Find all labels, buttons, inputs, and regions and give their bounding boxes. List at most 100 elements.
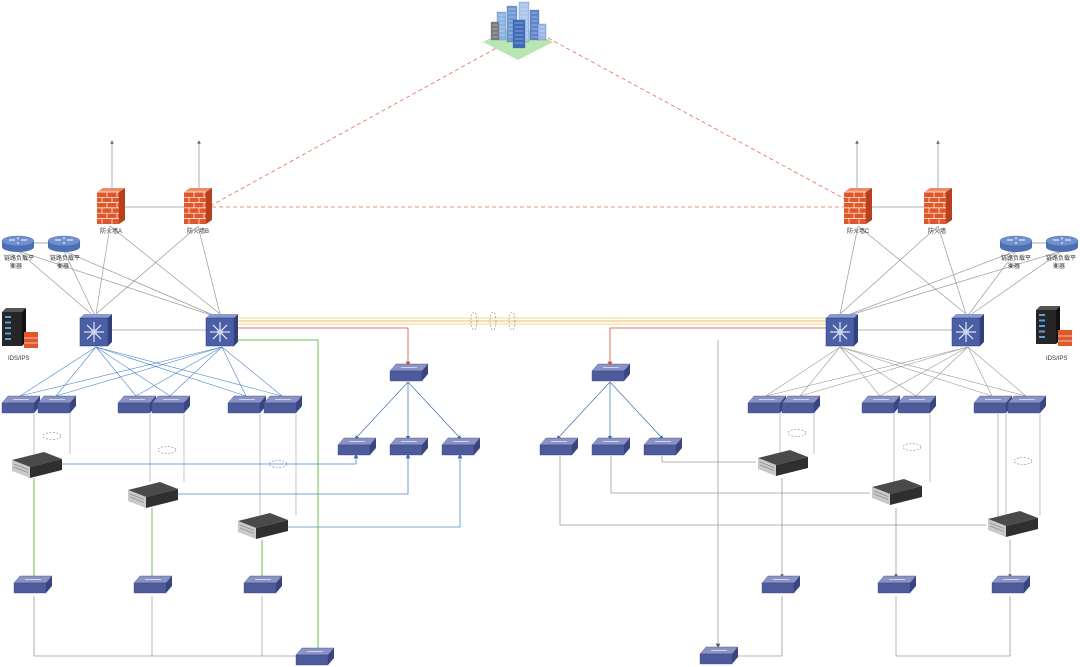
switch-side [276,576,282,593]
server-front [238,521,256,539]
firewall-side [206,188,212,224]
firewall-core-link [839,225,939,315]
server-top [12,452,62,467]
switch-front [761,582,795,594]
leaf-switch-icon [243,575,283,594]
core-access-link [95,346,247,397]
load-balancer-4-label-line2: 衡器 [1053,262,1065,270]
load-balancer-1-label-line2: 衡器 [10,262,22,270]
core-access-link [879,346,969,397]
dmz-tree-link [407,381,462,440]
server-top [128,482,178,497]
ids-top [1036,306,1060,310]
access-switch-icon [781,395,821,414]
firewall-core-link [937,225,967,315]
core-to-dmz-link [607,327,828,367]
switch-front [591,370,625,382]
switch-front [117,402,151,414]
switch-front [897,402,931,414]
lb-core-link [63,250,97,319]
core-switch-d-icon [951,314,984,347]
core-access-link [19,346,97,397]
firewall-core-link [857,225,967,315]
server-aggregation-ring [157,446,177,454]
dmz-aggregation-switch-icon [389,363,429,382]
leaf-switch-icon [13,575,53,594]
labels-layer: 防火墙A 防火墙B 防火墙C 防火墙 链路负载平 衡器 链路负载平 衡器 链路负… [4,227,1076,362]
firewall-a-icon [97,188,125,224]
firewall-top [97,188,125,192]
dmz-aggregation-switch-icon [591,363,631,382]
city-buildings-icon [483,1,553,60]
switch-side [910,576,916,593]
load-balancer-router-icon [1045,235,1079,252]
ids-light [5,321,11,324]
core-access-link [967,346,1027,397]
switch-front [1007,402,1041,414]
server-front [128,490,146,508]
core-center [837,329,843,335]
switch-side [624,438,630,455]
dmz-leaf-switch-icon [337,437,377,456]
server-aggregation-ring [787,429,807,437]
server-side [1006,518,1038,537]
firewall-c-icon [844,188,872,224]
server-slot [989,525,1005,532]
server-top [238,513,288,528]
switch-front [747,402,781,414]
switch-front [991,582,1025,594]
switch-front [973,402,1007,414]
switch-side [732,647,738,664]
core-access-link [765,346,969,397]
core-access-link [95,346,171,397]
core-side [854,314,858,346]
core-access-link [221,346,247,397]
firewall-b-label: 防火墙B [187,227,209,235]
lb-core-link [965,250,1063,319]
ids-front [2,312,22,346]
leaf-switch-icon [761,575,801,594]
access-switch-icon [973,395,1013,414]
bottom-bus-link [736,596,783,657]
ids-right-label: IDS/IPS [1046,356,1067,362]
switch-front [37,402,71,414]
server-aggregation-ring [902,443,922,451]
server-top [872,479,922,494]
dmz-tree-link [609,381,664,440]
access-switch-icon [747,395,787,414]
ids-light [5,316,11,318]
core-access-link [839,346,917,397]
server-side [146,489,178,508]
server-front [988,519,1006,537]
core-center [217,329,223,335]
switch-side [296,396,302,413]
lb-core-link [17,250,97,319]
server-front [872,487,890,505]
lb-core-link [839,250,1063,319]
server-slot [873,493,889,500]
building [512,19,526,49]
firewall-side [866,188,872,224]
switch-side [34,396,40,413]
ids-light [1039,319,1045,322]
core-top [80,314,112,318]
server-aggregation-ring [1013,457,1033,465]
switch-front [539,444,573,456]
switch-side [1040,396,1046,413]
bottom-switch-icon [699,646,739,665]
core-side [234,314,238,346]
dmz-leaf-switch-icon [441,437,481,456]
switch-front [13,582,47,594]
switch-side [422,364,428,381]
access-switch-icon [1007,395,1047,414]
switch-front [389,444,423,456]
lb-core-link [17,250,221,319]
trunk-aggregation-ring [508,311,516,331]
ids-right-icon [1036,306,1072,346]
server-icon [758,450,808,476]
load-balancer-2-label-line2: 衡器 [57,262,69,270]
switch-front [227,402,261,414]
firewall-core-link [197,225,221,315]
firewall-top [924,188,952,192]
